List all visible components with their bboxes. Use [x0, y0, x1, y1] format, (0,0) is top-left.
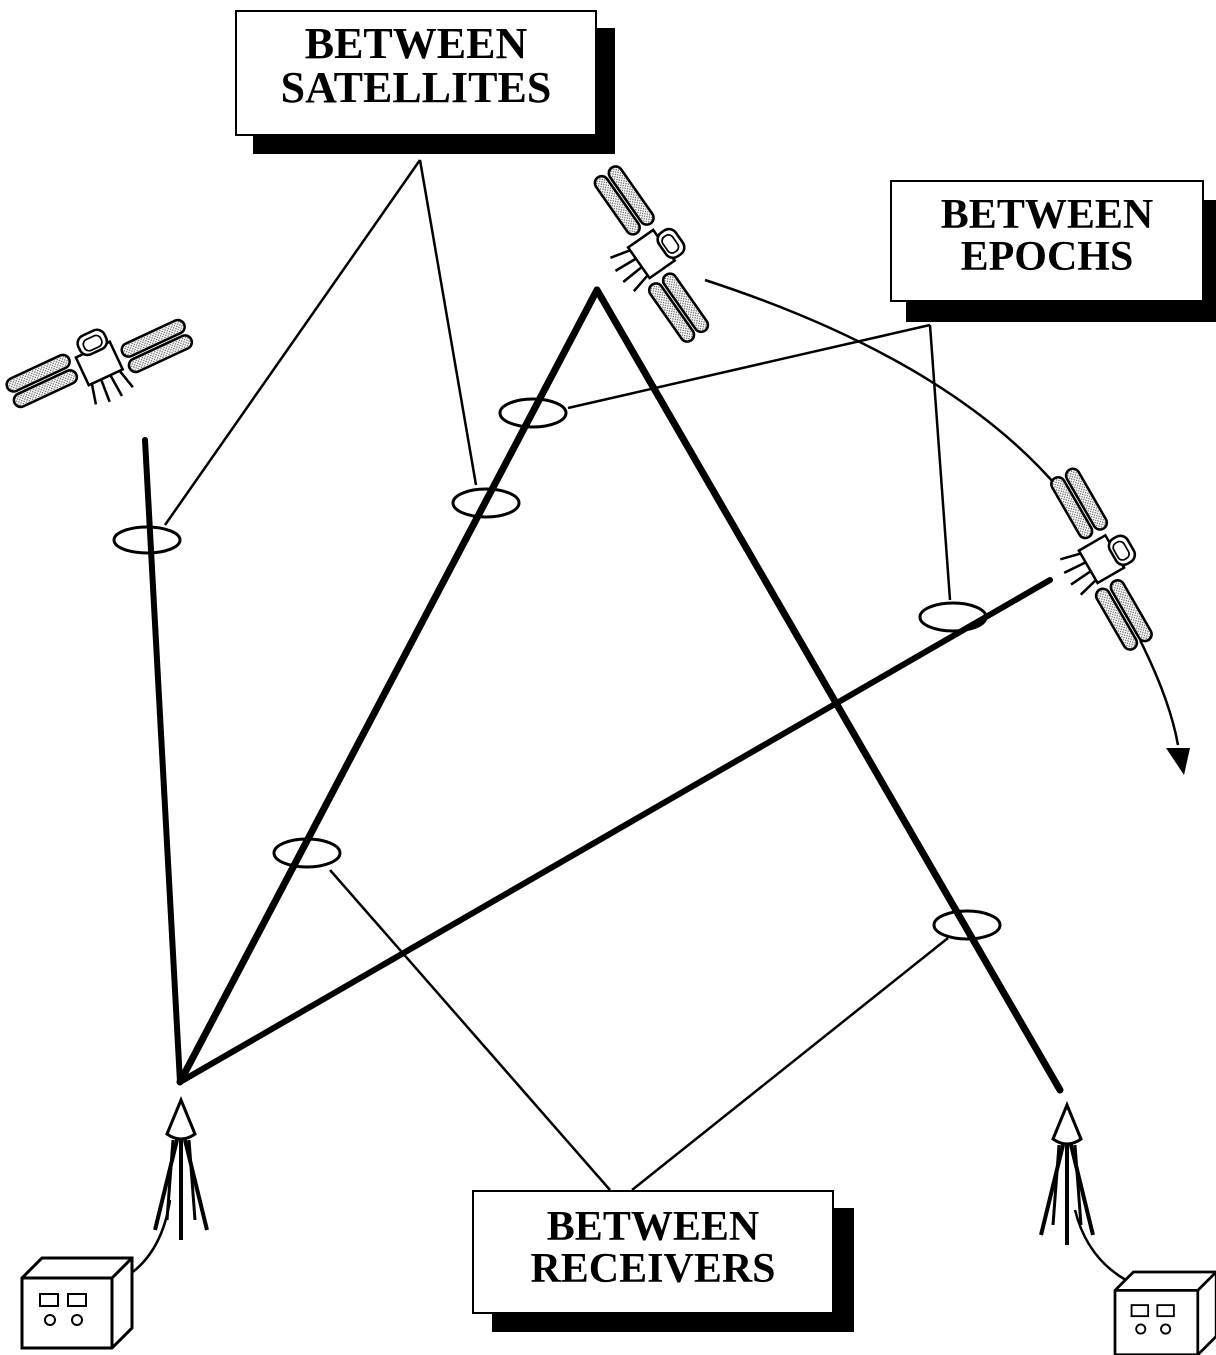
arrow-head-icon [1166, 748, 1190, 775]
antenna-icon [155, 1100, 207, 1240]
satellite-icon [566, 159, 732, 353]
signal-paths [145, 290, 1060, 1090]
leader-lines [165, 160, 950, 1190]
orbit-arc-lower [1140, 640, 1178, 745]
marker-ellipse [920, 603, 986, 631]
signal-path-sat2-rx2 [597, 290, 1060, 1090]
satellite-icon [1021, 462, 1176, 660]
label-between-receivers: BETWEEN RECEIVERS [472, 1190, 834, 1314]
orbit-arc [705, 280, 1060, 490]
antenna-icon [1041, 1105, 1093, 1245]
label-line: BETWEEN [474, 1206, 832, 1248]
difference-markers [114, 399, 1000, 939]
signal-path-sat1-rx1 [145, 440, 180, 1082]
label-line: RECEIVERS [474, 1248, 832, 1290]
label-between-epochs: BETWEEN EPOCHS [890, 180, 1204, 302]
receiver-box-icon [1115, 1272, 1216, 1355]
label-between-satellites: BETWEEN SATELLITES [235, 10, 597, 136]
receiver-box-icon [22, 1258, 132, 1348]
label-line: SATELLITES [237, 66, 595, 110]
label-line: EPOCHS [892, 236, 1202, 278]
label-line: BETWEEN [892, 194, 1202, 236]
satellite-icon [1, 295, 201, 439]
label-line: BETWEEN [237, 22, 595, 66]
